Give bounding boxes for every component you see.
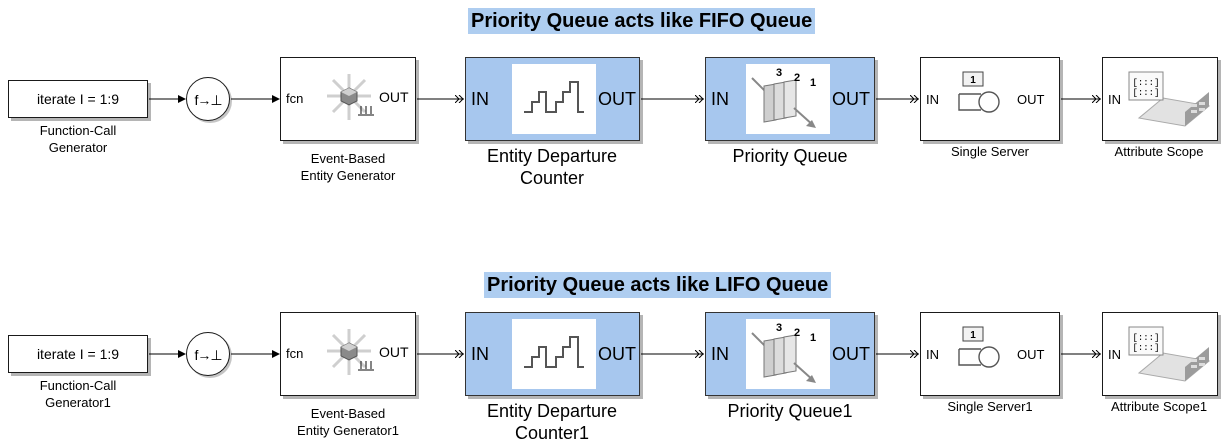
priority-number: 1 — [810, 332, 816, 344]
scope-display-icon: [:::] [:::] — [1128, 71, 1211, 127]
entity-departure-counter-block[interactable]: IN OUT — [465, 312, 640, 396]
port-label-out: OUT — [598, 89, 636, 109]
server-capacity-number: 1 — [970, 330, 976, 341]
single-server-icon: 1 — [958, 71, 1000, 113]
priority-number: 2 — [794, 327, 800, 339]
entity-generator-icon — [327, 329, 374, 375]
function-call-generator-block[interactable]: iterate I = 1:9 — [8, 80, 148, 118]
port-label-in: IN — [711, 344, 729, 364]
attribute-scope-block[interactable]: IN [:::] [:::] — [1102, 312, 1218, 396]
port-label-fcn: fcn — [286, 91, 304, 106]
event-based-entity-generator-block[interactable]: fcn OUT — [280, 57, 416, 141]
block-label: Attribute Scope — [1114, 144, 1204, 159]
priority-number: 2 — [794, 72, 800, 84]
block-label: Priority Queue — [732, 146, 848, 166]
priority-queue-block[interactable]: IN 3 2 1 OUT — [705, 312, 875, 396]
attribute-scope-block[interactable]: IN [:::] [:::] — [1102, 57, 1218, 141]
priority-number: 3 — [776, 67, 782, 79]
port-label-out: OUT — [379, 89, 409, 105]
staircase-counter-icon — [524, 336, 584, 368]
staircase-counter-icon — [524, 81, 584, 113]
port-label-in: IN — [926, 347, 939, 362]
function-call-split-block[interactable]: f→⊥ — [186, 332, 230, 376]
row-title: Priority Queue acts like FIFO Queue — [468, 8, 816, 34]
port-label-in: IN — [926, 92, 939, 107]
function-call-split-block[interactable]: f→⊥ — [186, 77, 230, 121]
row-title: Priority Queue acts like LIFO Queue — [484, 272, 832, 298]
single-server-icon: 1 — [958, 326, 1000, 368]
entity-departure-counter-block[interactable]: IN OUT — [465, 57, 640, 141]
port-label-out: OUT — [832, 344, 870, 364]
function-call-generator-block[interactable]: iterate I = 1:9 — [8, 335, 148, 373]
svg-text:[:::]: [:::] — [1132, 333, 1159, 343]
port-label-out: OUT — [598, 344, 636, 364]
priority-number: 3 — [776, 322, 782, 334]
server-capacity-number: 1 — [970, 75, 976, 86]
port-label-in: IN — [711, 89, 729, 109]
port-label-out: OUT — [379, 344, 409, 360]
port-label-in: IN — [471, 89, 489, 109]
block-label: Single Server1 — [947, 399, 1033, 414]
entity-generator-icon — [327, 74, 374, 120]
svg-text:[:::]: [:::] — [1132, 78, 1159, 88]
priority-queue-icon: 3 2 1 — [751, 67, 816, 128]
block-label: Priority Queue1 — [727, 401, 853, 421]
single-server-block[interactable]: IN 1 OUT — [920, 57, 1060, 141]
port-label-in: IN — [1108, 92, 1121, 107]
svg-text:[:::]: [:::] — [1132, 88, 1159, 98]
priority-queue-block[interactable]: IN 3 2 1 OUT — [705, 57, 875, 141]
port-label-in: IN — [471, 344, 489, 364]
svg-text:[:::]: [:::] — [1132, 343, 1159, 353]
scope-display-icon: [:::] [:::] — [1128, 326, 1211, 382]
priority-queue-icon: 3 2 1 — [751, 322, 816, 383]
single-server-block[interactable]: IN 1 OUT — [920, 312, 1060, 396]
block-label: Attribute Scope1 — [1110, 399, 1208, 414]
block-label: Single Server — [950, 144, 1030, 159]
port-label-out: OUT — [832, 89, 870, 109]
port-label-out: OUT — [1017, 347, 1045, 362]
port-label-fcn: fcn — [286, 346, 304, 361]
port-label-in: IN — [1108, 347, 1121, 362]
event-based-entity-generator-block[interactable]: fcn OUT — [280, 312, 416, 396]
port-label-out: OUT — [1017, 92, 1045, 107]
priority-number: 1 — [810, 77, 816, 89]
